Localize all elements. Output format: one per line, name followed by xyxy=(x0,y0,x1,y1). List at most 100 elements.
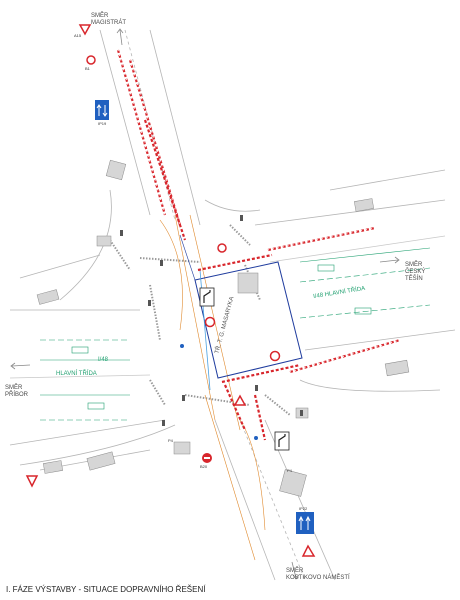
pedestrian-button-1 xyxy=(254,436,258,440)
signal-pole-7 xyxy=(162,420,165,426)
direction-south-line2: KOSTIKOVO NÁMĚSTÍ xyxy=(286,575,350,581)
west-road-number: I/48 xyxy=(98,357,109,363)
corner-sw xyxy=(19,424,176,466)
east-mark-3 xyxy=(299,304,431,319)
ip22-sign xyxy=(296,512,314,534)
barriers-white xyxy=(117,49,401,373)
east-mark-1 xyxy=(299,247,431,263)
direction-north-line2: MAGISTRÁT xyxy=(91,20,127,26)
detour-1 xyxy=(174,214,216,421)
b20-speed-sign xyxy=(204,316,216,328)
detour-3 xyxy=(204,394,256,561)
barrier-east-top xyxy=(267,226,376,252)
arrow-north-icon xyxy=(116,28,124,46)
sign-code-p4-south: P4 xyxy=(168,438,173,443)
corner-ne xyxy=(204,199,261,212)
detour-lines xyxy=(159,214,266,561)
arrow-east-icon xyxy=(379,256,400,264)
direction-west-label: SMĚR PŘÍBOR xyxy=(5,385,28,399)
east-arm-lane1 xyxy=(269,235,446,263)
sign-code-ip19: IP19 xyxy=(98,121,107,126)
side-street-east xyxy=(329,169,446,191)
ip19-sign xyxy=(95,100,109,120)
work-zone xyxy=(179,234,303,391)
drawing-caption: I. FÁZE VÝSTAVBY - SITUACE DOPRAVNÍHO ŘE… xyxy=(6,585,206,594)
a15-warning-sign-center xyxy=(233,394,247,406)
sign-code-b20: B20 xyxy=(200,464,208,469)
signal-pole-8 xyxy=(120,230,123,236)
direction-east-line2: ČESKÝ xyxy=(405,269,426,275)
b20-speed-sign-3 xyxy=(217,243,227,253)
side-street-west xyxy=(19,254,101,279)
barrier-north-c xyxy=(143,119,187,241)
west-road-name: HLAVNÍ TŘÍDA xyxy=(56,371,97,377)
barriers xyxy=(116,49,401,441)
b20-speed-sign-2 xyxy=(269,350,281,362)
ip22-sign-plate xyxy=(296,512,314,534)
arrow-box-west-top xyxy=(71,346,89,354)
barrier-zone-top xyxy=(197,253,273,272)
crosswalk-north xyxy=(139,257,201,263)
direction-east-line3: TĚŠÍN xyxy=(405,276,423,282)
warning-signs xyxy=(25,24,316,557)
work-zone-cable-2 xyxy=(179,234,196,281)
signal-pole-3 xyxy=(148,300,151,306)
west-arm-mid xyxy=(9,374,151,379)
holder-sw2 xyxy=(42,460,64,474)
signal-pole-1 xyxy=(160,260,163,266)
sign-code-p4: P4 xyxy=(287,468,292,473)
ip19-arrow-down-icon xyxy=(102,105,108,117)
east-arm-north-edge xyxy=(254,199,446,226)
east-arm-south-edge xyxy=(304,329,456,351)
arrow-box-east-top xyxy=(317,264,335,272)
holder-nw-island xyxy=(96,235,112,247)
corner-se xyxy=(299,379,441,392)
corner-nw xyxy=(59,189,112,301)
arrow-south-icon xyxy=(291,561,300,580)
detour-4 xyxy=(159,219,183,331)
arrow-box-west-bottom xyxy=(87,402,105,410)
barrier-north-a-white xyxy=(117,49,166,216)
signal-pole-6 xyxy=(300,410,303,416)
curve-sign-bottom xyxy=(274,431,290,451)
ip19-arrow-up-icon xyxy=(96,104,102,116)
north-arm-center xyxy=(124,29,176,221)
a15-warning-sign-sw xyxy=(25,475,39,488)
signal-pole-2 xyxy=(240,215,243,221)
crosswalks xyxy=(109,224,291,416)
b1-prohibition-sign-top xyxy=(86,55,96,65)
sign-holders xyxy=(36,159,410,497)
barrier-south-a xyxy=(223,384,247,431)
direction-west-line2: PŘÍBOR xyxy=(5,392,29,398)
holder-n1 xyxy=(105,159,127,181)
sign-code-ip22: IP22 xyxy=(299,506,308,511)
work-zone-outline xyxy=(194,261,303,379)
direction-arrows xyxy=(10,28,400,580)
pedestrian-button-2 xyxy=(180,344,184,348)
north-arm-east-edge xyxy=(149,29,201,226)
south-arm-center xyxy=(239,419,306,581)
barrier-east-bottom-white xyxy=(289,339,401,373)
detour-direction-signs xyxy=(199,287,290,451)
curve-arrow-bottom-icon xyxy=(278,434,286,447)
direction-west-line1: SMĚR xyxy=(5,385,23,391)
b1-bar-icon xyxy=(204,457,210,459)
arrow-west-icon xyxy=(10,362,31,370)
crosswalk-sw-island xyxy=(149,379,166,406)
crosswalk-se-island xyxy=(264,394,291,416)
holder-center xyxy=(237,272,259,294)
holder-sw xyxy=(86,451,116,471)
a15-warning-sign-se xyxy=(301,544,316,557)
west-arm-south-edge xyxy=(9,419,166,446)
north-arm-west-edge xyxy=(99,29,151,216)
lane-markings xyxy=(40,247,431,421)
direction-south-label: SMĚR KOSTIKOVO NÁMĚSTÍ xyxy=(286,568,350,582)
ip19-sign-plate xyxy=(95,100,109,120)
barrier-zone-bottom xyxy=(221,363,301,384)
holder-ne xyxy=(353,198,375,212)
traffic-lights xyxy=(120,215,303,440)
south-arm-west-edge xyxy=(214,419,276,581)
sign-code-b1: B1 xyxy=(85,66,90,71)
holder-w xyxy=(36,289,60,305)
